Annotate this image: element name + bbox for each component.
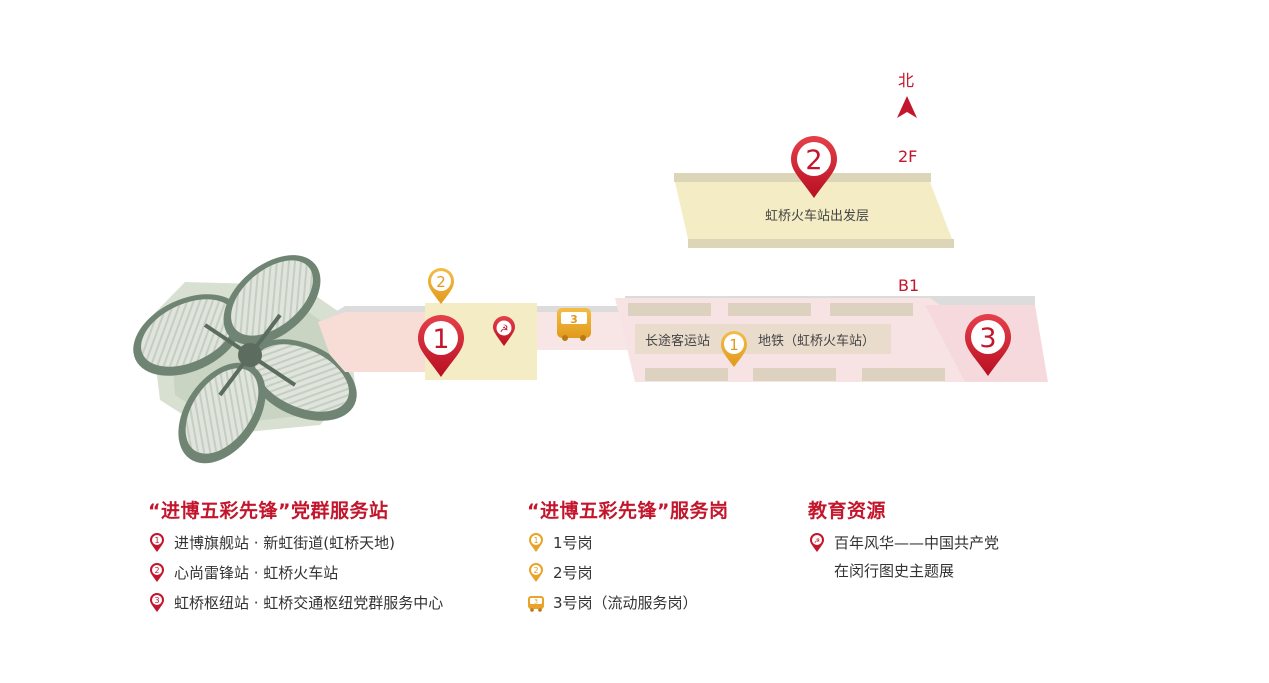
- red-pin-icon: 3: [150, 593, 164, 612]
- service-post-1-pin[interactable]: 1: [721, 331, 747, 367]
- service-post-1-number: 1: [729, 336, 739, 354]
- svg-text:1: 1: [533, 536, 538, 545]
- party-emblem-marker[interactable]: ☭: [493, 316, 515, 346]
- party-station-1-pin[interactable]: 1: [418, 315, 464, 377]
- b1-track-1: [628, 303, 711, 316]
- service-post-2-pin[interactable]: 2: [428, 268, 454, 304]
- legend-party-title: “进博五彩先锋”党群服务站: [148, 500, 389, 522]
- legend-party-item-1-text: 进博旗舰站 · 新虹街道(虹桥天地): [174, 534, 396, 552]
- b1-right-label: 地铁（虹桥火车站）: [758, 333, 875, 349]
- svg-text:☭: ☭: [814, 537, 820, 545]
- hall-2f-bottom-edge: [688, 239, 954, 248]
- legend-party-item-2-text: 心尚雷锋站 · 虹桥火车站: [174, 564, 339, 582]
- floor-label-2f: 2F: [898, 147, 917, 166]
- b1-track-2: [728, 303, 811, 316]
- hall-2f-area: [675, 182, 952, 239]
- party-station-2-pin[interactable]: 2: [791, 136, 837, 198]
- svg-text:3: 3: [534, 599, 538, 606]
- svg-text:3: 3: [154, 596, 159, 605]
- legend-service-item-3-text: 3号岗（流动服务岗）: [553, 594, 698, 612]
- legend-party-item-2: 2 心尚雷锋站 · 虹桥火车站: [148, 563, 443, 593]
- legend-education: 教育资源 ☭ 百年风华——中国共产党 在闵行图史主题展: [808, 496, 999, 585]
- svg-text:☭: ☭: [500, 324, 509, 335]
- legend-service-item-1: 1 1号岗: [527, 533, 728, 563]
- legend-party-item-3-text: 虹桥枢纽站 · 虹桥交通枢纽党群服务中心: [174, 594, 444, 612]
- svg-text:1: 1: [154, 536, 159, 545]
- legend-service-item-2-text: 2号岗: [553, 564, 593, 582]
- party-station-3-pin[interactable]: 3: [965, 314, 1011, 376]
- orange-pin-icon: 2: [529, 563, 543, 582]
- north-arrow-icon: [897, 96, 917, 118]
- service-post-3-bus-marker[interactable]: 3: [557, 308, 591, 341]
- legend-edu-line-1: 百年风华——中国共产党: [834, 534, 1000, 552]
- legend-service-item-1-text: 1号岗: [553, 534, 593, 552]
- svg-text:2: 2: [154, 566, 159, 575]
- b1-track-4: [645, 368, 728, 381]
- legend-party-item-3: 3 虹桥枢纽站 · 虹桥交通枢纽党群服务中心: [148, 593, 443, 623]
- party-station-1-number: 1: [432, 324, 449, 355]
- legend-party-stations: “进博五彩先锋”党群服务站 1 进博旗舰站 · 新虹街道(虹桥天地) 2 心尚雷…: [148, 496, 443, 623]
- party-station-3-number: 3: [979, 323, 996, 354]
- exhibition-center-building: [133, 255, 357, 464]
- legend-service-item-3: 3 3号岗（流动服务岗）: [527, 593, 728, 623]
- b1-track-3: [830, 303, 913, 316]
- b1-track-5: [753, 368, 836, 381]
- party-emblem-pin-icon: ☭: [810, 533, 824, 552]
- party-station-2-number: 2: [805, 145, 822, 176]
- hall-2f-label: 虹桥火车站出发层: [765, 208, 869, 224]
- transit-hub-map: 北 2F B1 虹桥火车站出发层 长途客运站 地铁（虹桥火车站） ☭ 3 2 1…: [133, 71, 1048, 464]
- bus-icon: 3: [528, 596, 544, 612]
- orange-pin-icon: 1: [529, 533, 543, 552]
- red-pin-icon: 2: [150, 563, 164, 582]
- legend-service-posts: “进博五彩先锋”服务岗 1 1号岗 2 2号岗 3 3号岗（流动服务岗）: [527, 496, 728, 623]
- legend-party-item-1: 1 进博旗舰站 · 新虹街道(虹桥天地): [148, 533, 443, 563]
- b1-track-6: [862, 368, 945, 381]
- legend-edu-title: 教育资源: [808, 500, 887, 522]
- legend-service-item-2: 2 2号岗: [527, 563, 728, 593]
- red-pin-icon: 1: [150, 533, 164, 552]
- legend-edu-item: ☭ 百年风华——中国共产党 在闵行图史主题展: [808, 533, 999, 585]
- legend-service-title: “进博五彩先锋”服务岗: [527, 500, 729, 522]
- b1-left-label: 长途客运站: [645, 333, 710, 349]
- floor-label-b1: B1: [898, 276, 919, 295]
- corridor-pink: [318, 312, 425, 372]
- service-post-2-number: 2: [436, 273, 446, 291]
- legend-edu-line-2: 在闵行图史主题展: [834, 562, 955, 580]
- service-post-3-number: 3: [570, 313, 578, 326]
- svg-text:2: 2: [533, 566, 538, 575]
- b1-platform: [635, 324, 891, 354]
- north-label: 北: [898, 71, 914, 90]
